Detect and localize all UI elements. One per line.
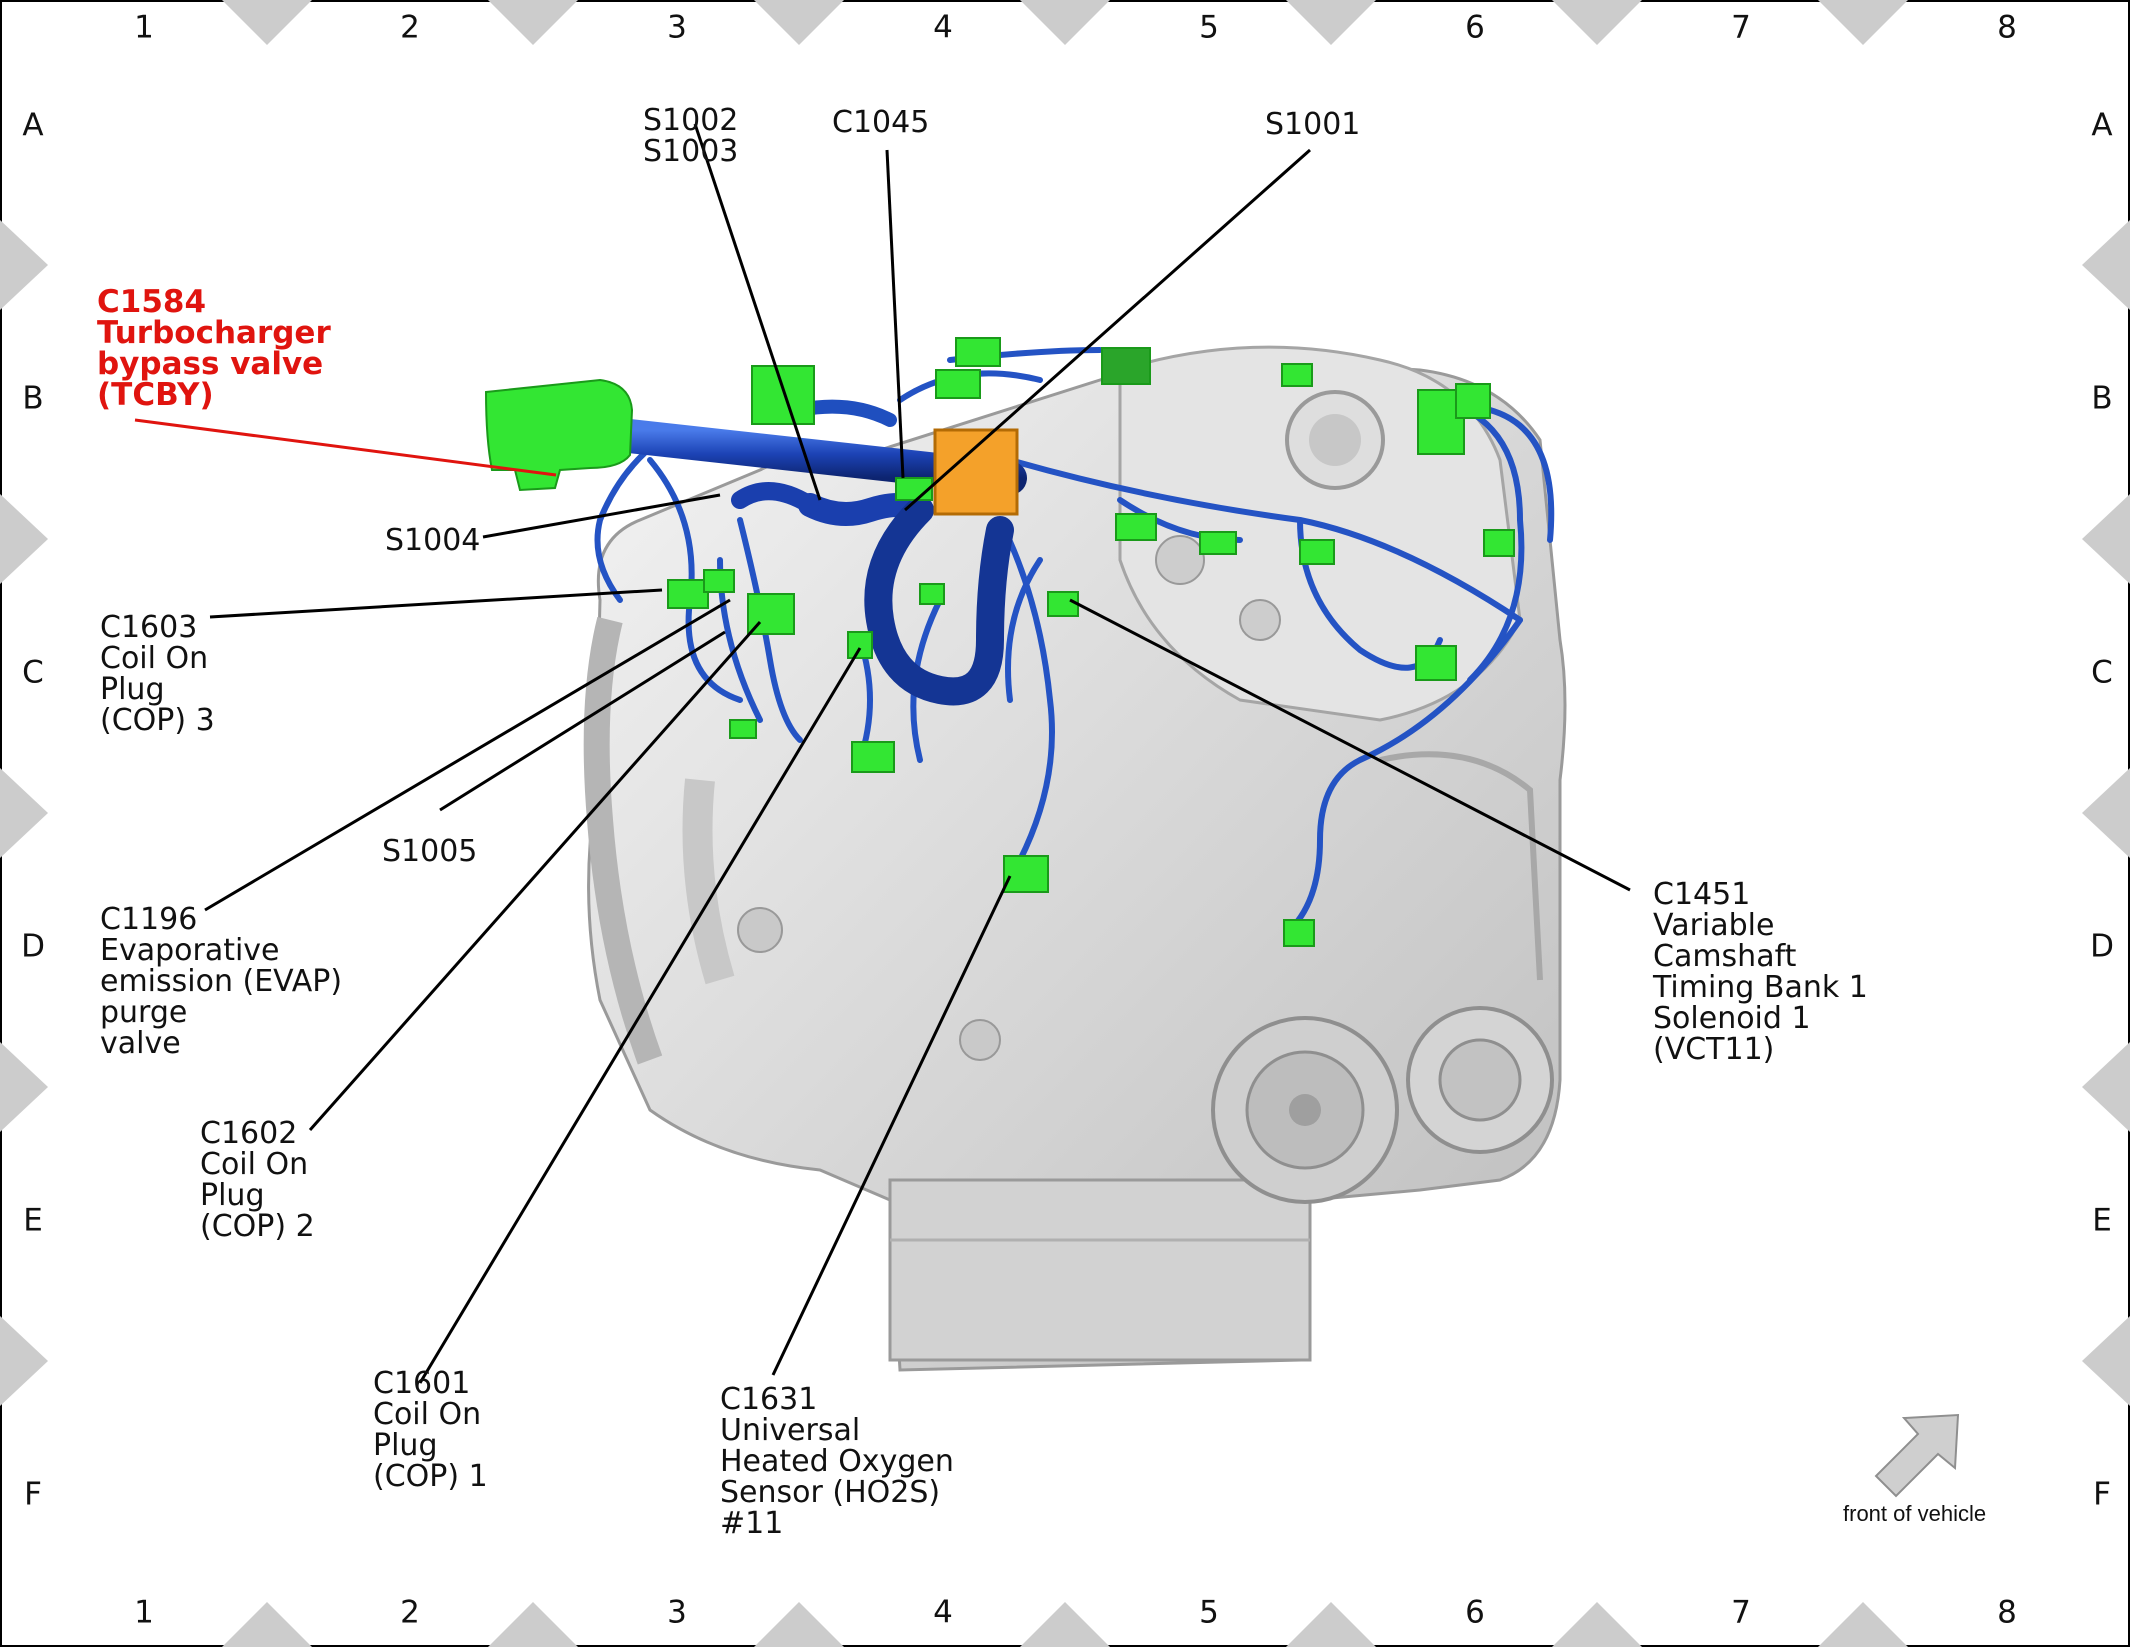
callout-line: Solenoid 1 xyxy=(1653,1001,1811,1036)
callout-line: (TCBY) xyxy=(97,377,214,413)
grid-column-label: 5 xyxy=(1199,1594,1219,1631)
callout-line: Turbocharger xyxy=(97,315,331,351)
front-of-vehicle-arrow-icon xyxy=(1874,1413,1960,1498)
grid-column-label: 7 xyxy=(1731,9,1751,46)
grid-column-label: 7 xyxy=(1731,1594,1751,1631)
callout-line: valve xyxy=(100,1026,181,1061)
callout-line: (COP) 1 xyxy=(373,1459,488,1494)
callout-line: C1451 xyxy=(1653,877,1751,912)
grid-column-label: 6 xyxy=(1465,1594,1485,1631)
callout-line: (COP) 3 xyxy=(100,703,215,738)
leader-lines xyxy=(204,123,1631,1384)
front-of-vehicle-label: front of vehicle xyxy=(1843,1501,1987,1526)
grid-column-label: 1 xyxy=(134,1594,154,1631)
connectors xyxy=(484,337,1515,947)
grid-row-label: F xyxy=(2093,1476,2111,1513)
callout-line: Plug xyxy=(373,1428,438,1463)
grid-row-label: D xyxy=(2090,928,2114,965)
tcby-leader-line xyxy=(134,418,557,477)
callout-line: C1584 xyxy=(97,284,207,320)
callout-line: Heated Oxygen xyxy=(720,1444,954,1479)
callout-line: Sensor (HO2S) xyxy=(720,1475,941,1510)
callout-line: Coil On xyxy=(100,641,209,676)
grid-column-label: 1 xyxy=(134,9,154,46)
grid-column-label: 8 xyxy=(1997,9,2017,46)
callout-line: (COP) 2 xyxy=(200,1209,315,1244)
callout-line: Camshaft xyxy=(1653,939,1797,974)
grid-column-label: 6 xyxy=(1465,9,1485,46)
grid-column-label: 8 xyxy=(1997,1594,2017,1631)
grid-row-label: E xyxy=(23,1202,43,1239)
callout-line: C1631 xyxy=(720,1382,818,1417)
grid-column-label: 3 xyxy=(667,9,687,46)
callout-line: C1602 xyxy=(200,1116,298,1151)
grid-column-label: 4 xyxy=(933,1594,953,1631)
grid-column-label: 2 xyxy=(400,1594,420,1631)
callout-line: #11 xyxy=(720,1506,784,1541)
callout-line: C1601 xyxy=(373,1366,471,1401)
callout-line: Plug xyxy=(100,672,165,707)
callout-s1005: S1005 xyxy=(382,836,477,867)
callout-line: Coil On xyxy=(200,1147,309,1182)
callout-line: S1004 xyxy=(385,523,481,558)
callout-s1004: S1004 xyxy=(385,525,480,556)
callout-c1045: C1045 xyxy=(832,107,929,138)
callout-line: Evaporative xyxy=(100,933,280,968)
callout-line: Variable xyxy=(1653,908,1775,943)
callout-line: purge xyxy=(100,995,188,1030)
grid-row-label: C xyxy=(2091,654,2113,691)
callout-line: S1002 xyxy=(643,103,739,138)
callout-line: Coil On xyxy=(373,1397,482,1432)
callout-line: C1603 xyxy=(100,610,198,645)
grid-column-label: 4 xyxy=(933,9,953,46)
grid-column-label: 3 xyxy=(667,1594,687,1631)
callout-line: Plug xyxy=(200,1178,265,1213)
grid-row-label: A xyxy=(2091,107,2113,144)
callout-line: bypass valve xyxy=(97,346,324,382)
callout-line: Timing Bank 1 xyxy=(1653,970,1868,1005)
grid-row-label: C xyxy=(22,654,44,691)
callout-line: Universal xyxy=(720,1413,861,1448)
callout-line: emission (EVAP) xyxy=(100,964,343,999)
grid-row-label: E xyxy=(2092,1202,2112,1239)
callout-line: C1045 xyxy=(832,105,930,140)
grid-row-label: D xyxy=(21,928,45,965)
grid-column-label: 2 xyxy=(400,9,420,46)
grid-row-label: B xyxy=(22,380,44,417)
callout-line: C1196 xyxy=(100,902,198,937)
grid-row-label: B xyxy=(2091,380,2113,417)
callout-line: S1005 xyxy=(382,834,478,869)
callout-s1001: S1001 xyxy=(1265,109,1360,140)
callout-line: S1001 xyxy=(1265,107,1361,142)
grid-row-label: A xyxy=(22,107,44,144)
grid-column-label: 5 xyxy=(1199,9,1219,46)
grid-row-label: F xyxy=(24,1476,42,1513)
callout-line: S1003 xyxy=(643,134,739,169)
callout-line: (VCT11) xyxy=(1653,1032,1775,1067)
